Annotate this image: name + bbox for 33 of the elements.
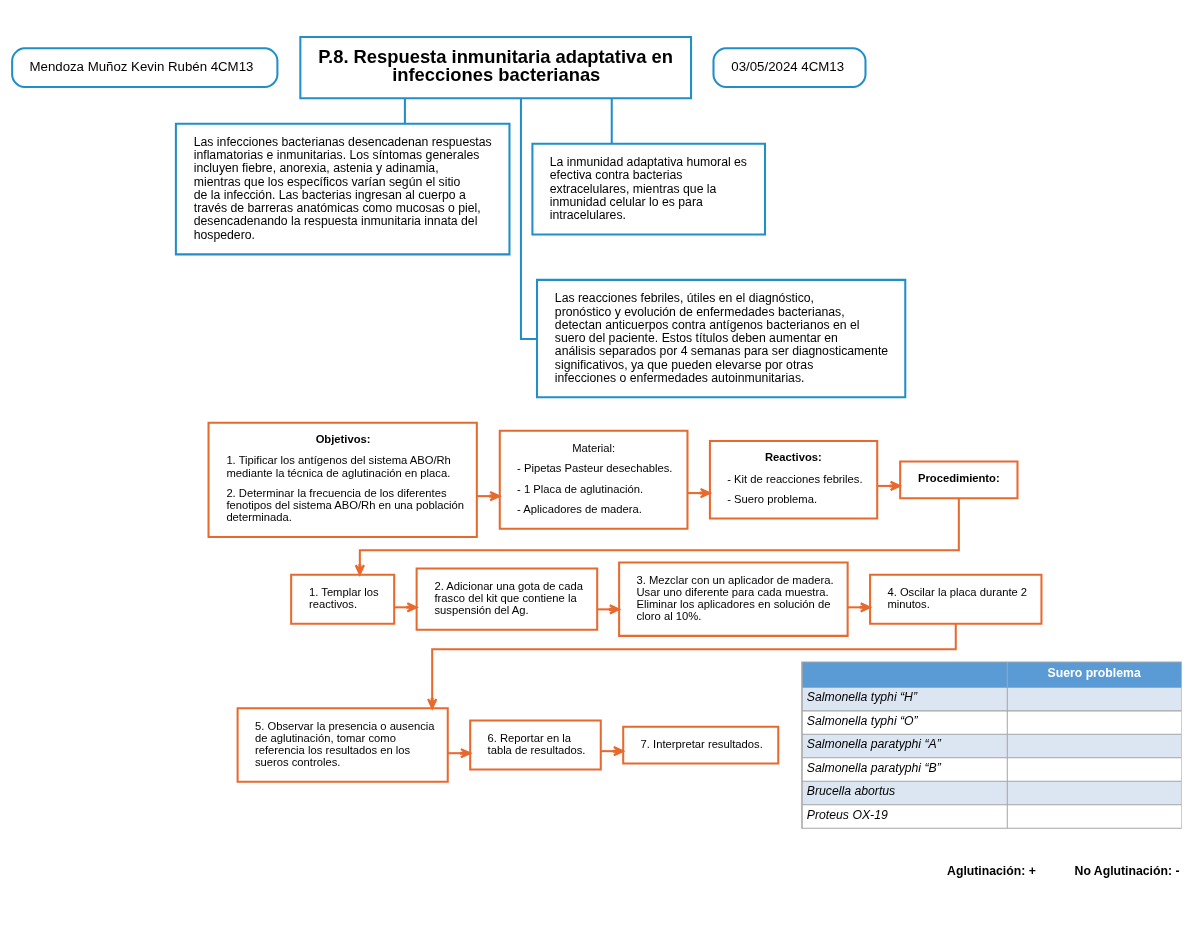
connector [610,97,613,143]
node-box: Material: - Pipetas Pasteur desechables. - 1 Placa de aglutinación. - Aplicadores de madera. [498,429,689,530]
node-box: 4. Oscilar la placa durante 2 minutos. [869,573,1043,625]
arrow [597,603,621,614]
label: Salmonella paratyphi “B” [806,760,941,775]
label: Aglutinación: + [947,863,1036,878]
node-box: La inmunidad adaptativa humoral es efectiva contra bacterias extracelulares, mientras que la inmunidad celular lo es para intracelulares. [531,142,766,235]
label: Salmonella paratyphi “A” [806,736,941,751]
arrow [427,623,957,709]
node-box: Mendoza Muñoz Kevin Rubén 4CM13 [11,46,279,88]
node-box: Reactivos: - Kit de reacciones febriles. - Suero problema. [708,439,879,520]
node-box: 2. Adicionar una gota de cada frasco del kit que contiene la suspensión del Ag. [415,567,599,631]
node-box: 7. Interpretar resultados. [622,725,780,764]
label: Salmonella typhi “H” [806,689,917,704]
connector [403,97,406,123]
node-box: Procedimiento: [899,459,1019,499]
node-box: 6. Reportar en la tabla de resultados. [469,719,602,771]
arrow [687,487,711,498]
node-box: Objetivos: 1. Tipificar los antígenos del sistema ABO/Rh mediante la técnica de aglutinación en placa. 2. Determinar la frecuencia de los diferentes fenotipos del sistema ABO/Rh en una población determinada. [207,421,478,538]
node-box: Las reacciones febriles, útiles en el diagnóstico, pronóstico y evolución de enfermedades bacterianas, detectan anticuerpos contra antígenos bacterianos en el suero del paciente. Estos títulos deben aumentar en análisis separados por 4 semanas para ser diagnosticamente significativos, ya que pueden elevarse por otras infecciones o enfermedades autoinmunitarias. [536,278,907,398]
label: Proteus OX-19 [806,807,888,822]
label: No Aglutinación: - [1074,863,1180,878]
label: Brucella abortus [806,783,896,798]
arrow [354,497,960,575]
label: Salmonella typhi “O” [806,713,918,728]
node-box: 1. Templar los reactivos. [290,573,396,625]
node-box: 5. Observar la presencia o ausencia de aglutinación, tomar como referencia los resultados en los sueros controles. [236,706,449,783]
node-box: 3. Mezclar con un aplicador de madera. Usar uno diferente para cada muestra. Eliminar los aplicadores en solución de cloro al 10%. [618,560,849,637]
node-box: 03/05/2024 4CM13 [712,46,867,88]
arrow [847,601,871,612]
node-box: Las infecciones bacterianas desencadenan respuestas inflamatorias e inmunitarias. Los síntomas generales incluyen fiebre, anorexia, astenia y adinamia, mientras que los específicos varían según el sitio de la infección. Las bacterias ingresan al cuerpo a través de barreras anatómicas como mucosas o piel, desencadenando la respuesta inmunitaria innata del hospedero. [174,122,511,255]
node-box: P.8. Respuesta inmunitaria adaptativa en infecciones bacterianas [299,35,693,99]
label: Suero problema [1047,665,1141,680]
